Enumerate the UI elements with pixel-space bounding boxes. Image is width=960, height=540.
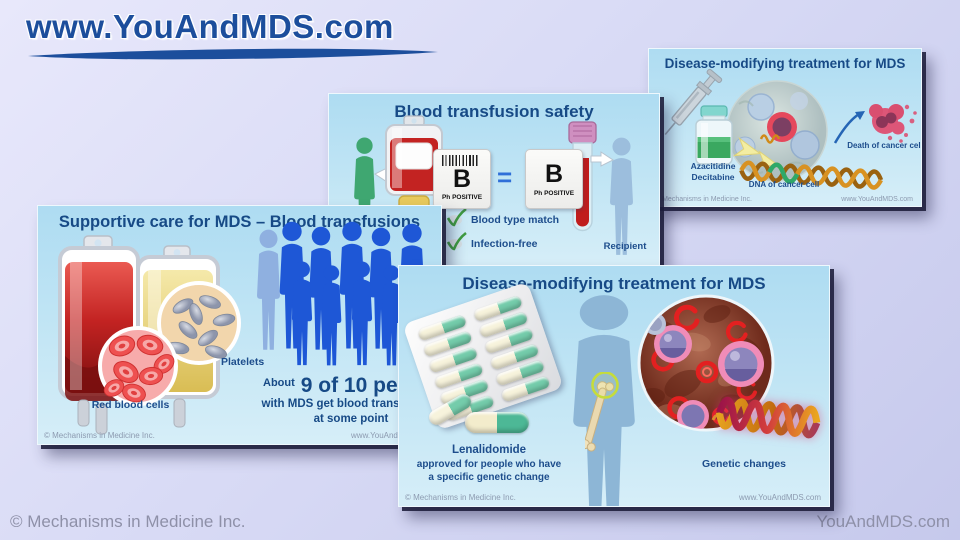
blister-pack-icon: [402, 281, 564, 431]
bone-marrow-microscopy-icon: [637, 294, 775, 432]
card-url: www.YouAndMDS.com: [351, 431, 433, 440]
recipient-arrow-icon: [590, 151, 614, 167]
blood-type-sub: Ph POSITIVE: [441, 194, 483, 201]
drug-sub-label1: approved for people who have: [416, 459, 562, 470]
blast-cell-icon: [654, 325, 692, 363]
slide-card-supportive-care: Supportive care for MDS – Blood transfus…: [37, 205, 442, 445]
blood-type-letter: B: [452, 165, 472, 193]
platelets-label: Platelets: [221, 356, 265, 368]
stat-line3: at some point: [313, 413, 389, 425]
card-copyright: © Mechanisms in Medicine Inc.: [655, 196, 752, 203]
blood-type-card-recipient: B Ph POSITIVE: [525, 149, 583, 209]
blood-type-card-donor: B Ph POSITIVE: [433, 149, 491, 209]
blast-cell-icon: [718, 341, 764, 387]
checkmark-icon: [446, 207, 467, 227]
card-copyright: © Mechanisms in Medicine Inc.: [405, 493, 516, 502]
site-logo-text: www.YouAndMDS.com: [26, 8, 394, 45]
genetic-dna-helix-icon: [715, 396, 821, 439]
card-title: Disease-modifying treatment for MDS: [664, 56, 906, 71]
azacitidine-illustration: [664, 68, 917, 190]
arrow-to-dying-cell-icon: [833, 111, 865, 144]
card-title: Blood transfusion safety: [394, 102, 594, 121]
page-copyright: © Mechanisms in Medicine Inc.: [10, 512, 246, 531]
femur-bone-icon: [585, 372, 619, 452]
capsule-icon: [465, 412, 529, 433]
dna-label: DNA of cancer cell: [748, 180, 820, 189]
dying-cancer-cell-icon: [869, 104, 917, 143]
cancer-cell-microscopy-icon: [726, 80, 828, 182]
red-blood-cells-label: Red blood cells: [91, 399, 170, 411]
recipient-label: Recipient: [603, 241, 647, 252]
logo-underline-swoosh: [28, 48, 438, 60]
card-title: Supportive care for MDS – Blood transfus…: [58, 213, 421, 231]
drug-vial-icon: [695, 105, 733, 165]
red-blood-cells-circle-icon: [98, 326, 179, 406]
barcode-icon: [442, 155, 478, 166]
drug-vial-label: Azacitidine Decitabine: [690, 161, 736, 182]
slide-card-azacitidine: Disease-modifying treatment for MDS: [648, 48, 922, 207]
drug-name-label: Lenalidomide: [451, 444, 527, 456]
card-title: Disease-modifying treatment for MDS: [462, 274, 766, 293]
checkmark-icon: [446, 231, 467, 251]
stat-line2: with MDS get blood transfusions: [261, 398, 441, 410]
drug-sub-label2: a specific genetic change: [428, 472, 550, 483]
card-url: www.YouAndMDS.com: [841, 196, 913, 203]
card-url: www.YouAndMDS.com: [739, 493, 821, 502]
card-copyright: © Mechanisms in Medicine Inc.: [44, 431, 155, 440]
genetic-changes-label: Genetic changes: [701, 458, 787, 470]
blood-type-sub: Ph POSITIVE: [533, 190, 575, 197]
supportive-care-illustration: [58, 221, 425, 435]
blood-bag-icon: [385, 115, 443, 232]
death-label: Death of cancer cell: [847, 141, 922, 150]
check-label-blood-type: Blood type match: [471, 214, 560, 226]
slide-card-lenalidomide: Disease-modifying treatment for MDS: [398, 265, 830, 507]
page-site-link[interactable]: YouAndMDS.com: [816, 512, 950, 531]
platelets-circle-icon: [157, 281, 241, 365]
blood-type-letter: B: [544, 160, 564, 188]
site-logo[interactable]: www.YouAndMDS.com: [26, 8, 440, 62]
syringe-icon: [664, 68, 723, 136]
recipient-silhouette-icon: [610, 137, 633, 255]
dna-helix-icon: [739, 160, 884, 190]
blast-cell-icon: [677, 400, 709, 429]
check-label-infection: Infection-free: [471, 238, 538, 250]
equals-sign: =: [497, 162, 513, 192]
stat-prefix: About: [263, 377, 295, 389]
